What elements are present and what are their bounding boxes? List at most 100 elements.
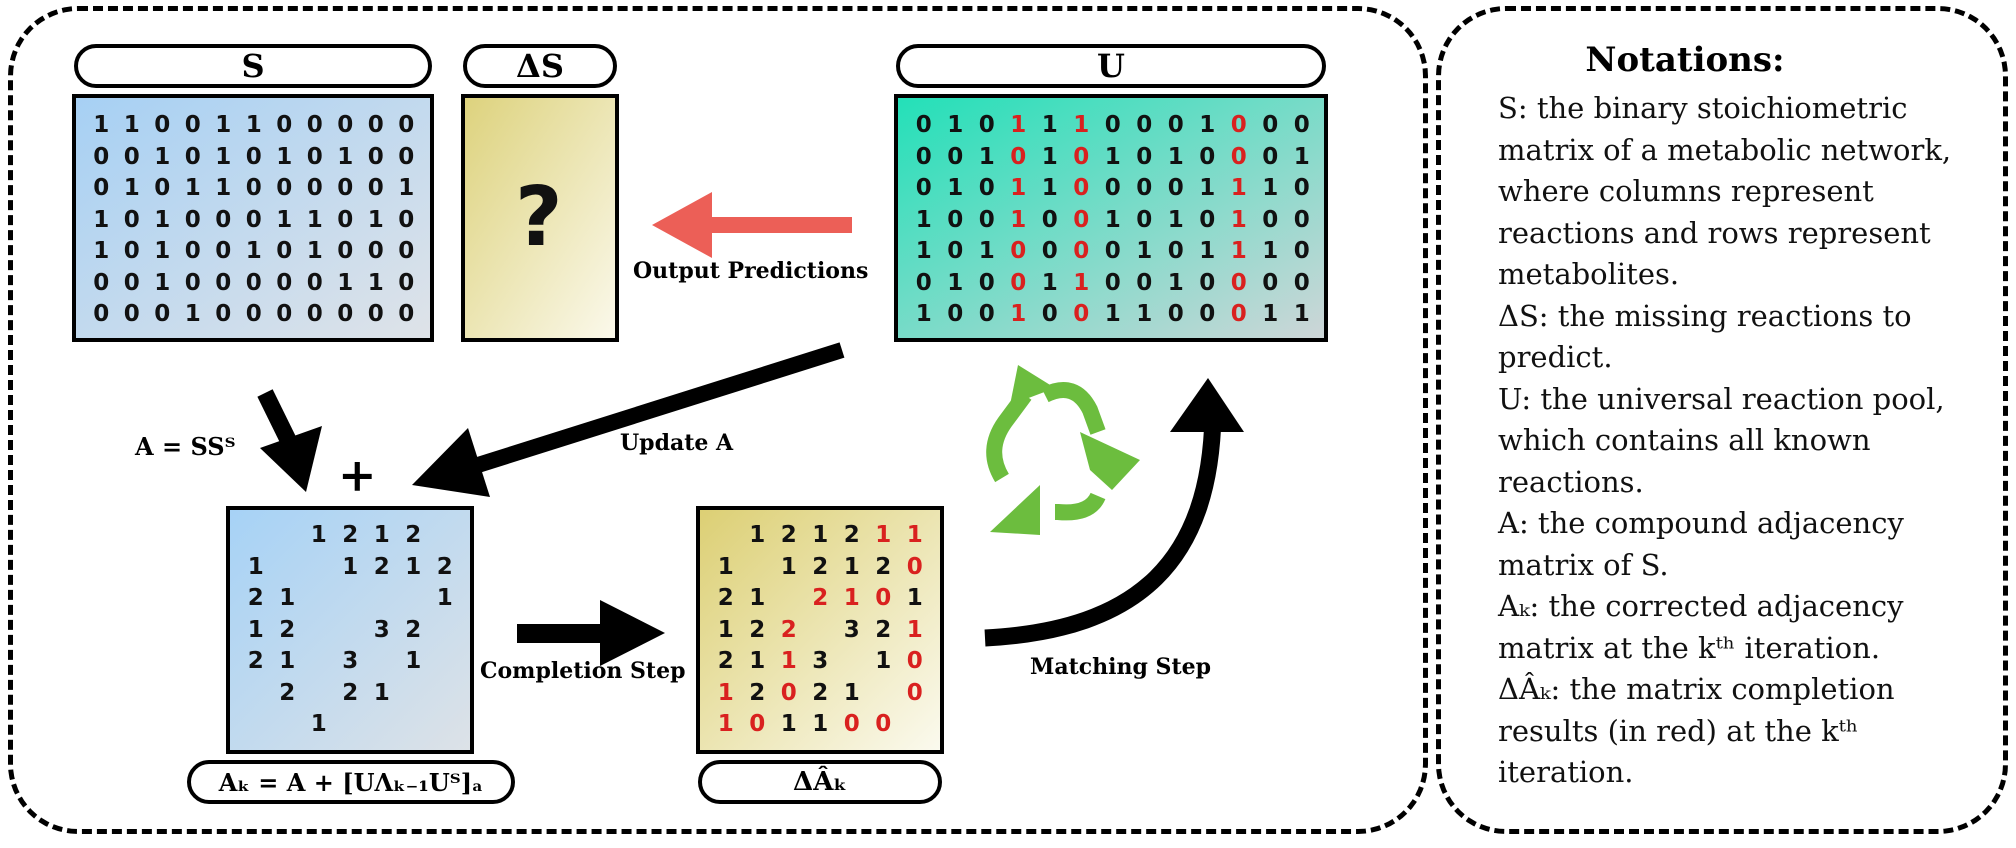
workflow-panel [8, 6, 1428, 834]
matrix-cell: 1 [843, 679, 860, 706]
matrix-cell: 0 [93, 269, 110, 296]
matrix-cell: 0 [398, 206, 415, 233]
matrix-cell: 0 [1293, 238, 1310, 264]
matrix-cell: 3 [812, 648, 829, 674]
matrix-cell: 1 [279, 585, 296, 611]
matrix-cell [742, 552, 774, 584]
matrix-cell: 1 [1010, 112, 1027, 138]
matrix-cell: 1 [310, 711, 327, 737]
matrix-cell: 1 [1230, 206, 1247, 233]
notation-line: S: the binary stoichiometric [1498, 91, 1908, 125]
matrix-cell: 2 [279, 679, 296, 706]
matrix-cell: 0 [1010, 238, 1027, 264]
matrix-cell: 1 [276, 143, 293, 170]
matrix-cell: 0 [123, 206, 140, 233]
matrix-cell: 0 [184, 269, 201, 296]
output-predictions-arrow [652, 192, 852, 258]
matrix-cell: 1 [154, 143, 171, 170]
matrix-cell: 1 [1293, 143, 1310, 170]
matrix-cell: 1 [947, 112, 964, 138]
matrix-cell: 1 [780, 553, 797, 580]
matrix-cell: 1 [93, 238, 110, 264]
matrix-cell [429, 615, 461, 647]
matrix-cell: 3 [843, 616, 860, 643]
matrix-cell: 0 [1073, 143, 1090, 170]
matrix-cell: 1 [915, 206, 932, 233]
matrix-cell: 1 [247, 616, 264, 643]
s-matrix-fill [72, 94, 434, 342]
notation-line: matrix at the kᵗʰ iteration. [1498, 630, 1881, 665]
matrix-cell: 1 [1199, 175, 1216, 201]
matrix-cell: 0 [906, 648, 923, 674]
matrix-cell: 0 [749, 711, 766, 737]
matrix-cell: 0 [123, 143, 140, 170]
matrix-cell [240, 678, 272, 710]
matrix-cell [429, 709, 461, 741]
matrix-cell: 1 [1041, 143, 1058, 170]
matrix-cell: 1 [337, 143, 354, 170]
matrix-cell: 1 [184, 175, 201, 201]
matrix-cell: 1 [717, 553, 734, 580]
matrix-cell: 0 [906, 679, 923, 706]
matrix-cell: 0 [875, 711, 892, 737]
matrix-cell: 0 [184, 238, 201, 264]
matrix-cell: 0 [1199, 206, 1216, 233]
matrix-cell: 2 [843, 522, 860, 548]
matrix-cell: 1 [310, 522, 327, 548]
notation-line: predict. [1498, 340, 1613, 374]
matrix-cell: 1 [154, 206, 171, 233]
matrix-cell: 0 [154, 301, 171, 327]
matrix-cell: 0 [915, 175, 932, 201]
matrix-cell: 0 [978, 175, 995, 201]
notation-line: reactions and rows represent [1498, 215, 1931, 250]
delta-s-title: ΔS [463, 44, 617, 88]
matrix-cell [366, 646, 398, 678]
matrix-cell: 1 [1136, 238, 1153, 264]
matrix-cell: 1 [915, 238, 932, 264]
matrix-cell: 1 [717, 711, 734, 737]
matrix-cell: 1 [123, 112, 140, 138]
matrix-cell: 0 [215, 206, 232, 233]
matrix-cell: 0 [1230, 112, 1247, 138]
delta-s-fill [461, 94, 619, 342]
matrix-cell: 0 [245, 301, 262, 327]
matrix-cell: 0 [1136, 175, 1153, 201]
matrix-cell: 1 [1104, 301, 1121, 327]
matrix-cell: 0 [398, 143, 415, 170]
matrix-cell: 0 [1073, 238, 1090, 264]
matrix-cell: 1 [123, 175, 140, 201]
matrix-cell: 0 [276, 238, 293, 264]
matrix-cell [398, 583, 430, 615]
matrix-cell: 0 [1167, 238, 1184, 264]
matrix-cell: 0 [915, 112, 932, 138]
matrix-cell: 1 [875, 648, 892, 674]
matrix-cell: 1 [93, 206, 110, 233]
matrix-cell: 1 [436, 585, 453, 611]
notation-line: matrix of S. [1498, 547, 1669, 582]
matrix-cell: 0 [306, 143, 323, 170]
matrix-cell: 0 [123, 301, 140, 327]
matrix-cell: 1 [337, 269, 354, 296]
matrix-cell: 0 [93, 175, 110, 201]
matrix-cell: 1 [93, 112, 110, 138]
matrix-cell: 1 [906, 522, 923, 548]
notation-line: iteration. [1498, 755, 1634, 789]
matrix-cell: 0 [398, 238, 415, 264]
matrix-cell [773, 583, 805, 615]
matrix-cell: 0 [337, 206, 354, 233]
ak-equation-label: Aₖ = A + [UΛₖ₋₁Uᵀ]ₐ [187, 760, 515, 804]
matrix-cell: 2 [875, 553, 892, 580]
matrix-cell: 0 [367, 143, 384, 170]
matrix-cell: 2 [279, 616, 296, 643]
matrix-cell: 2 [342, 522, 359, 548]
matrix-cell: 2 [436, 553, 453, 580]
